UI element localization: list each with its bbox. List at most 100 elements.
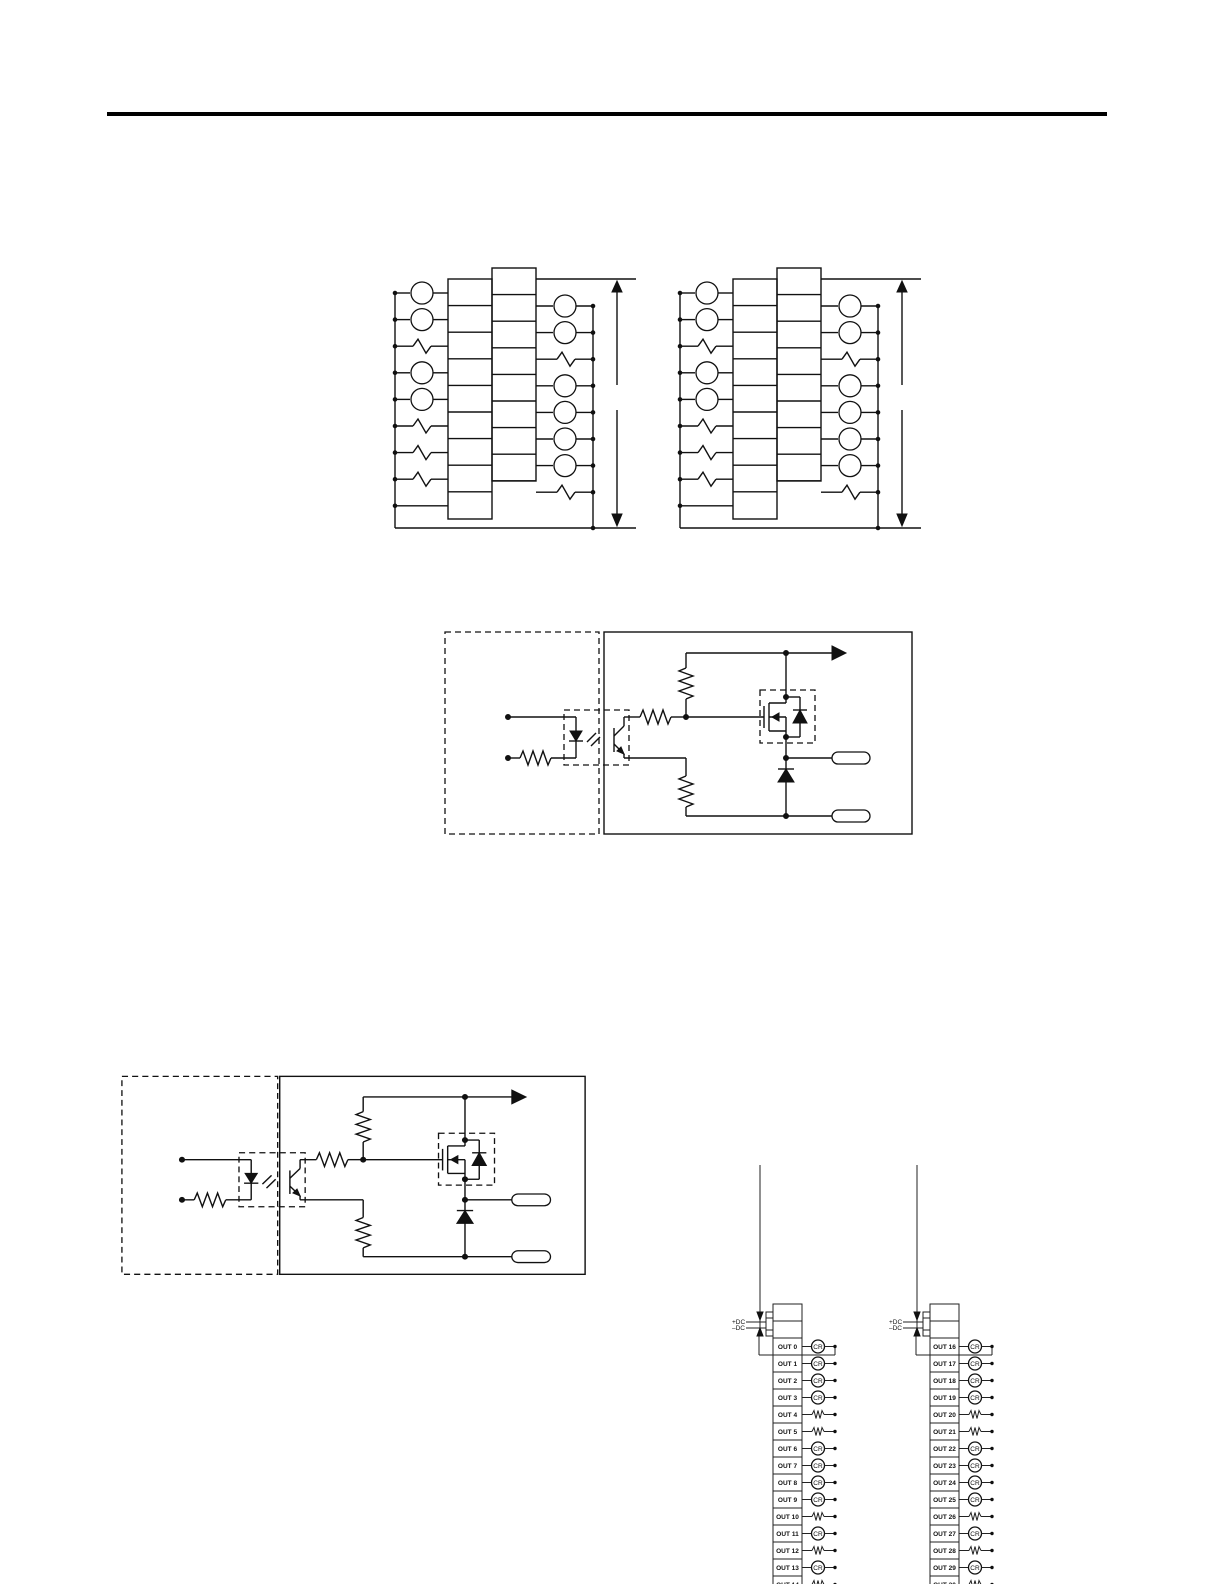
load-label: CR [970,1565,980,1572]
output-terminal-label: OUT 13 [776,1565,799,1572]
terminal-cell [929,1575,960,1584]
load-label: CR [813,1497,823,1504]
relay-coil-icon [838,453,862,478]
output-terminal-label: OUT 1 [778,1361,798,1368]
load-label: CR [813,1480,823,1487]
output-terminal-label: OUT 11 [776,1531,799,1538]
resistor-icon [676,667,696,700]
arrow-down-icon [756,1311,764,1322]
output-terminal-label: OUT 8 [778,1480,798,1487]
output-terminal-label: OUT 21 [933,1429,956,1436]
arrow-down-icon [611,513,623,528]
resistor-icon [519,748,552,768]
load-label: CR [813,1395,823,1402]
terminal-column [447,278,493,520]
resistor-icon [639,707,672,727]
relay-coil-icon [695,361,719,385]
optocoupler-box [563,709,630,766]
output-terminal-label: OUT 16 [933,1344,956,1351]
output-terminal-label: OUT 2 [778,1378,798,1385]
output-terminal-label: OUT 20 [933,1412,956,1419]
resistor-load-icon [811,1426,825,1436]
resistor-icon [676,775,696,808]
output-arrow-icon [831,645,848,661]
output-terminal-label: OUT 30 [933,1582,956,1584]
resistor-load-icon [968,1545,982,1555]
relay-coil-icon [838,320,862,345]
resistor-load-icon [412,470,432,488]
load-label: CR [970,1497,980,1504]
resistor-load-icon [811,1409,825,1419]
arrow-down-icon [913,1311,921,1322]
resistor-load-icon [811,1545,825,1555]
resistor-load-icon [968,1426,982,1436]
load-label: CR [970,1446,980,1453]
resistor-load-icon [697,417,717,435]
relay-coil-icon [553,374,577,398]
output-terminal-label: OUT 17 [933,1361,956,1368]
relay-coil-icon [553,427,577,451]
arrow-up-icon [611,279,623,293]
supply-plus-label: +DC [732,1319,745,1326]
terminal-column [732,278,778,520]
output-terminal-label: OUT 24 [933,1480,956,1487]
terminal-cell [772,1575,803,1584]
relay-coil-icon [410,387,434,412]
resistor-load-icon [841,483,861,501]
load-label: CR [970,1395,980,1402]
diode-icon [792,708,808,724]
output-terminal-label: OUT 27 [933,1531,956,1538]
header-rule [107,112,1107,116]
resistor-load-icon [841,350,861,368]
load-label: CR [813,1378,823,1385]
terminal-icon [831,751,871,765]
arrow-up-icon [756,1326,764,1337]
output-terminal-label: OUT 18 [933,1378,956,1385]
relay-coil-icon [410,307,434,332]
load-label: CR [970,1361,980,1368]
terminal-block-diagrams [392,267,921,531]
load-label: CR [970,1344,980,1351]
output-terminal-label: OUT 0 [778,1344,798,1351]
resistor-load-icon [697,470,717,488]
relay-coil-icon [838,374,862,398]
output-terminal-label: OUT 29 [933,1565,956,1572]
resistor-load-icon [412,417,432,435]
arrow-up-icon [913,1326,921,1337]
terminal-cell [772,1320,803,1339]
output-terminal-label: OUT 22 [933,1446,956,1453]
supply-minus-label: –DC [889,1325,902,1332]
load-label: CR [813,1361,823,1368]
output-circuit-schematic-1 [444,631,913,835]
load-label: CR [813,1446,823,1453]
relay-coil-icon [838,427,862,451]
module-boundary-box [603,631,913,835]
output-terminal-label: OUT 5 [778,1429,798,1436]
relay-coil-icon [838,294,862,318]
resistor-load-icon [412,444,432,461]
relay-coil-icon [695,281,719,305]
resistor-load-icon [697,337,717,355]
output-terminal-label: OUT 26 [933,1514,956,1521]
relay-coil-icon [553,400,577,425]
terminal-cell [929,1320,960,1339]
relay-coil-icon [410,361,434,385]
output-terminal-label: OUT 6 [778,1446,798,1453]
resistor-load-icon [968,1579,982,1584]
output-terminal-label: OUT 25 [933,1497,956,1504]
output-terminal-label: OUT 14 [776,1582,799,1584]
resistor-load-icon [811,1579,825,1584]
output-terminal-label: OUT 19 [933,1395,956,1402]
load-label: CR [970,1480,980,1487]
load-label: CR [970,1531,980,1538]
output-terminal-label: OUT 4 [778,1412,798,1419]
resistor-load-icon [968,1511,982,1521]
load-label: CR [813,1344,823,1351]
diode-icon [777,768,795,783]
output-terminal-label: OUT 9 [778,1497,798,1504]
relay-coil-icon [695,307,719,332]
relay-coil-icon [553,294,577,318]
